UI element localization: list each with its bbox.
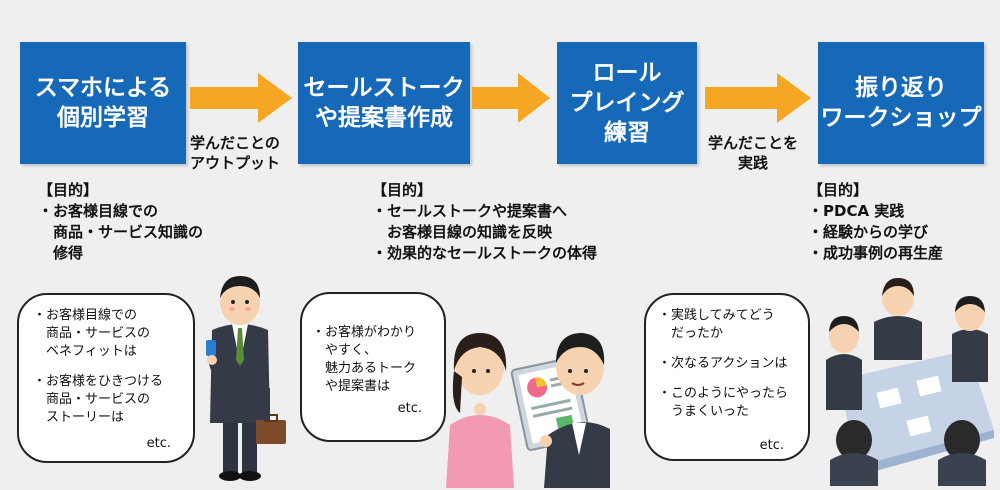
- goal-heading: 【目的】: [808, 181, 869, 199]
- right-arrow-icon: [472, 73, 550, 123]
- step-label: セールストーク や提案書作成: [303, 75, 465, 131]
- goal-block-2: 【目的】 ・セールストークや提案書へ お客様目線の知識を反映 ・効果的なセールス…: [372, 180, 597, 264]
- bubble-item: ・次なるアクションは: [658, 356, 788, 371]
- goal-item: ・経験からの学び: [808, 223, 929, 241]
- arrow-caption-practice: 学んだことを 実践: [708, 134, 799, 172]
- right-arrow-icon: [190, 73, 292, 123]
- speech-bubble-1: ・お客様目線での 商品・サービスの ベネフィットは ・お客様をひきつける 商品・…: [17, 293, 195, 463]
- step-box-mobile-learning: スマホによる 個別学習: [20, 42, 186, 164]
- speech-bubble-3: ・実践してみてどう だったか ・次なるアクションは ・このようにやったら うまく…: [644, 293, 810, 461]
- goal-heading: 【目的】: [372, 181, 433, 199]
- step-label: ロール プレイング 練習: [569, 60, 685, 146]
- goal-item: ・PDCA 実践: [808, 202, 905, 220]
- arrow-caption-output: 学んだことの アウトプット: [190, 134, 281, 172]
- workshop-meeting-illustration: [826, 278, 994, 486]
- step-label: 振り返り ワークショップ: [820, 75, 982, 131]
- step-box-sales-talk: セールストーク や提案書作成: [298, 42, 470, 164]
- speech-bubble-2: ・お客様がわかり やすく、 魅力あるトーク や提案書は etc.: [300, 292, 446, 442]
- bubble-item: ・お客様目線での 商品・サービスの ベネフィットは: [33, 308, 151, 359]
- businessman-with-phone-illustration: [206, 276, 286, 481]
- step-box-workshop: 振り返り ワークショップ: [818, 42, 984, 164]
- two-people-with-tablet-illustration: [446, 333, 610, 488]
- goal-item: ・効果的なセールストークの体得: [372, 244, 598, 262]
- right-arrow-icon: [705, 73, 811, 123]
- goal-item: ・お客様目線での 商品・サービス知識の 修得: [38, 202, 204, 262]
- step-label: スマホによる 個別学習: [34, 75, 172, 131]
- bubble-item: ・お客様をひきつける 商品・サービスの ストーリーは: [33, 374, 164, 425]
- goal-block-1: 【目的】 ・お客様目線での 商品・サービス知識の 修得: [38, 180, 203, 264]
- bubble-item: ・実践してみてどう だったか: [658, 308, 775, 341]
- goal-heading: 【目的】: [38, 181, 99, 199]
- bubble-etc: etc.: [146, 436, 171, 451]
- goal-item: ・セールストークや提案書へ お客様目線の知識を反映: [372, 202, 568, 241]
- bubble-etc: etc.: [397, 401, 422, 416]
- goal-block-3: 【目的】 ・PDCA 実践 ・経験からの学び ・成功事例の再生産: [808, 180, 943, 264]
- step-box-role-play: ロール プレイング 練習: [557, 42, 697, 164]
- bubble-item: ・このようにやったら うまくいった: [658, 386, 789, 419]
- bubble-etc: etc.: [759, 438, 784, 453]
- goal-item: ・成功事例の再生産: [808, 244, 944, 262]
- bubble-item: ・お客様がわかり やすく、 魅力あるトーク や提案書は: [312, 325, 417, 394]
